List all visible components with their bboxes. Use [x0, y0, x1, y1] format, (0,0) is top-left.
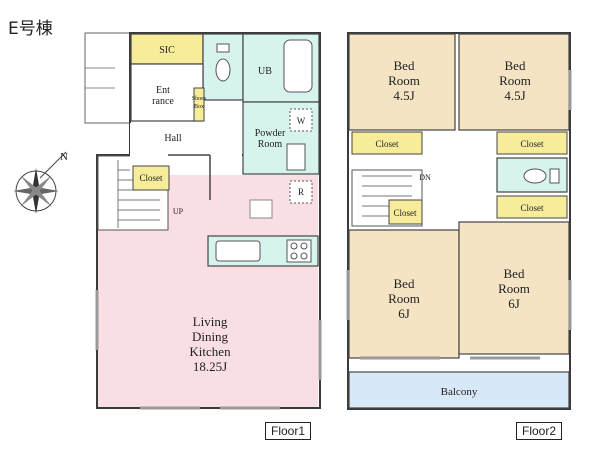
bed-room-3	[348, 229, 460, 359]
up-label: UP	[173, 207, 184, 216]
bed-room-2-label-3: 4.5J	[504, 88, 525, 103]
sic-label: SIC	[159, 45, 175, 56]
compass-icon: N	[13, 151, 68, 214]
bed-room-1-label-3: 4.5J	[393, 88, 414, 103]
balcony	[348, 371, 570, 409]
ldk-label-2: Dining	[192, 329, 229, 344]
bed-room-4-label-2: Room	[498, 281, 530, 296]
balcony-label: Balcony	[441, 386, 478, 398]
ub-label: UB	[258, 66, 272, 77]
closet-c	[388, 199, 423, 225]
closet-d	[496, 195, 568, 219]
hall-label: Hall	[164, 133, 181, 144]
closet-b	[496, 131, 568, 155]
entrance-label-2: rance	[152, 96, 174, 107]
bed-room-1-label-1: Bed	[394, 58, 415, 73]
closet-a-label: Closet	[375, 139, 399, 149]
shoes-box-label-2: Box	[194, 104, 204, 110]
powder-room-label-2: Room	[258, 139, 283, 150]
closet-c-label: Closet	[393, 208, 417, 218]
closet-b-label: Closet	[520, 139, 544, 149]
dn-label: DN	[419, 173, 431, 182]
sic-room	[130, 33, 204, 65]
powder-room-label-1: Powder	[255, 128, 286, 139]
north-label: N	[60, 151, 68, 163]
closet-a	[351, 131, 423, 155]
floor1-tag: Floor1	[265, 422, 312, 440]
closet-floor1	[132, 165, 170, 191]
bed-room-1	[348, 33, 456, 131]
bed-room-2	[458, 33, 570, 131]
floor2-tag: Floor2	[516, 422, 563, 440]
closet-d-label: Closet	[520, 203, 544, 213]
bed-room-3-label-1: Bed	[394, 276, 415, 291]
bed-room-4-label-1: Bed	[504, 266, 525, 281]
r-label: R	[298, 187, 304, 197]
floor2-plan	[346, 32, 572, 410]
shoes-box-label-1: Shoes	[192, 96, 207, 102]
bed-room-1-label-2: Room	[388, 73, 420, 88]
w-label: W	[297, 116, 306, 126]
closet-floor1-label: Closet	[139, 173, 163, 183]
entrance-label-1: Ent	[156, 85, 170, 96]
bed-room-3-label-3: 6J	[398, 306, 410, 321]
bed-room-4-label-3: 6J	[508, 296, 520, 311]
ldk-label-1: Living	[193, 314, 228, 329]
bed-room-2-label-1: Bed	[505, 58, 526, 73]
floor1-plan	[84, 32, 322, 410]
bed-room-2-label-2: Room	[499, 73, 531, 88]
bed-room-3-label-2: Room	[388, 291, 420, 306]
building-title: E号棟	[8, 19, 53, 39]
ldk-label-3: Kitchen	[189, 344, 231, 359]
ldk-label-4: 18.25J	[193, 359, 227, 374]
